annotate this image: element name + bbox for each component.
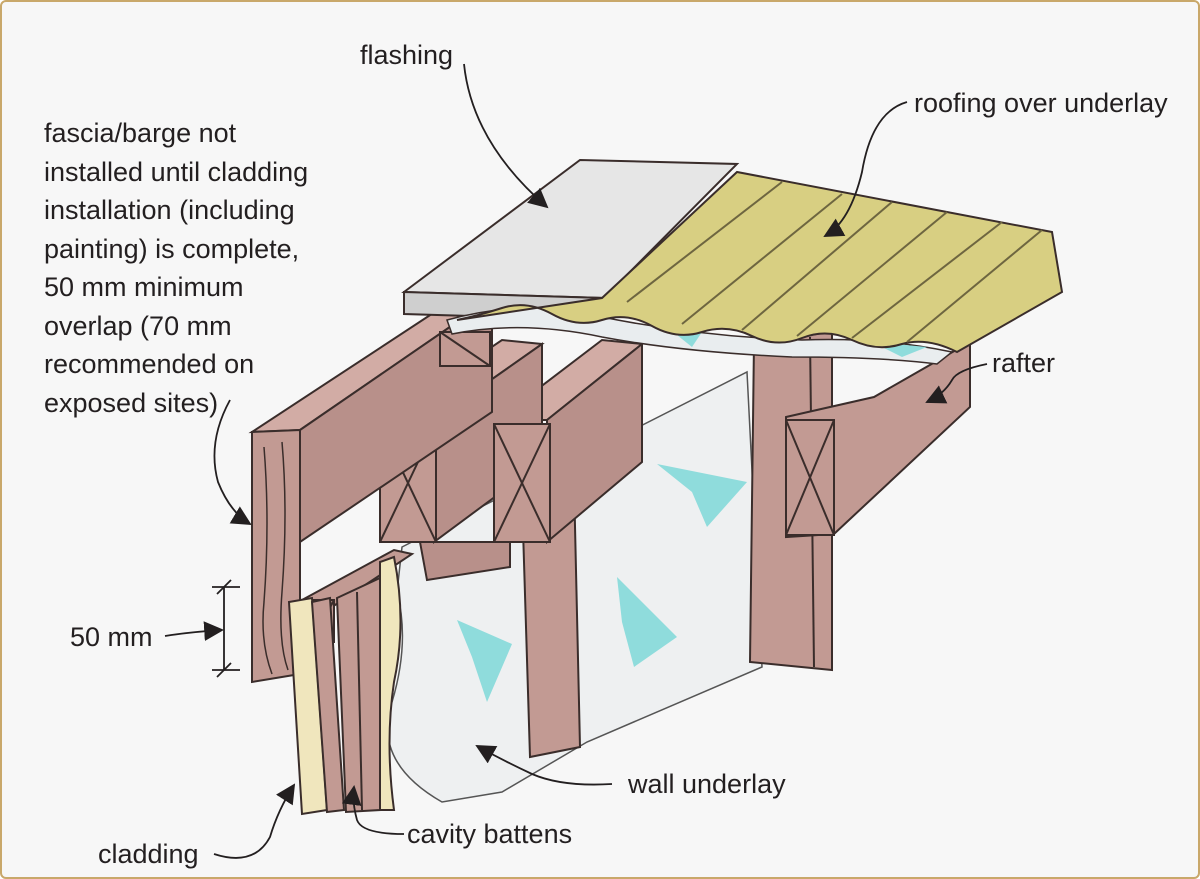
underlay-arrow-mark <box>657 464 747 527</box>
rafter-label: rafter <box>992 348 1056 378</box>
cavity-battens-label: cavity battens <box>407 819 573 849</box>
cavity-batten <box>310 596 346 814</box>
fascia-label-line: exposed sites) <box>44 387 219 418</box>
fascia-label-line: fascia/barge not <box>44 118 237 148</box>
rafter-end <box>785 419 835 536</box>
top-plate <box>418 527 511 582</box>
flashing-label: flashing <box>360 40 454 70</box>
dimension-arrow <box>164 621 224 641</box>
fascia-label-line: installed until cladding <box>44 156 309 187</box>
fascia-label-line: overlap (70 mm <box>44 310 232 341</box>
underlay-arrow-mark <box>457 620 512 702</box>
fascia-label: fascia/barge not installed until claddin… <box>44 114 308 422</box>
batten-edge <box>356 591 363 811</box>
dimension-marker-50mm <box>212 579 240 678</box>
underlay-arrow-mark <box>617 577 677 667</box>
rafter-arrow <box>925 363 988 404</box>
cavity-battens-arrow <box>341 785 405 835</box>
fascia-grain <box>262 446 273 675</box>
fascia-arrow <box>213 399 252 526</box>
fascia-label-line: 50 mm minimum <box>44 272 244 302</box>
blocking <box>439 331 491 367</box>
cladding-arrow <box>213 783 296 859</box>
roofing-corrugations <box>626 181 1043 343</box>
leader-arrows <box>164 63 988 859</box>
fascia-label-line: recommended on <box>44 349 255 379</box>
roofing-arrow <box>823 101 908 237</box>
wall-underlay-arrow <box>475 745 613 786</box>
cladding-label: cladding <box>98 839 199 869</box>
dimension-label: 50 mm <box>70 622 153 652</box>
cladding-board <box>379 555 402 811</box>
roofing-label: roofing over underlay <box>914 88 1168 118</box>
fascia-label-line: installation (including <box>44 195 295 225</box>
fascia-grain <box>280 441 289 671</box>
wall-underlay-label: wall underlay <box>628 769 786 799</box>
fascia-label-line: painting) is complete, <box>44 233 300 264</box>
rafter-end <box>493 341 643 545</box>
flashing-arrow <box>463 63 549 209</box>
